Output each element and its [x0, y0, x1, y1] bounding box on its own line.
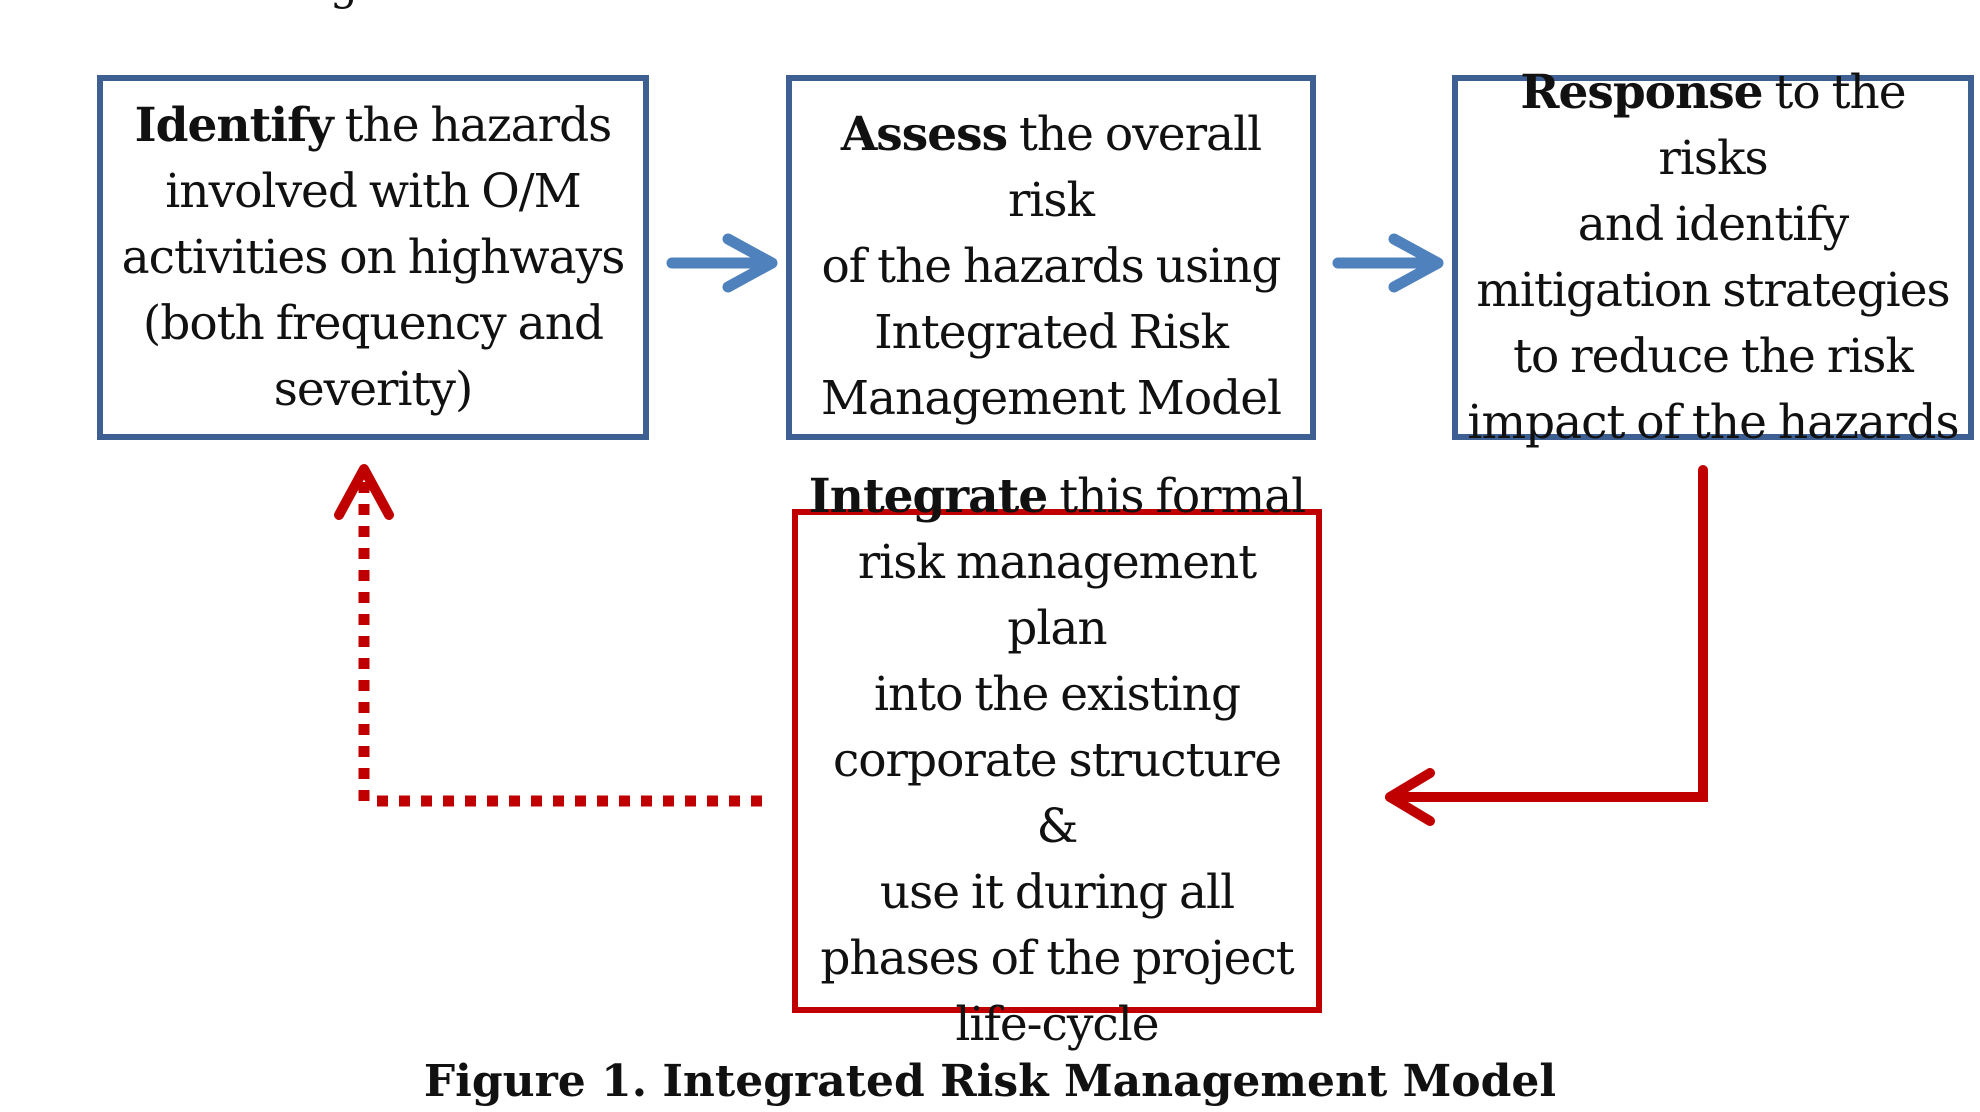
step-assess-keyword: Assess [840, 107, 1008, 162]
step-integrate-text: Integrate this formal risk management pl… [808, 464, 1306, 1058]
step-response-text: Response to the risks and identify mitig… [1466, 60, 1960, 456]
step-integrate-box: Integrate this formal risk management pl… [792, 469, 1322, 1052]
step-assess-text: Assess the overall risk of the hazards u… [802, 102, 1300, 432]
clipped-text-fragment: g [330, 0, 358, 10]
step-identify-box: Identify the hazards involved with O/M a… [97, 75, 649, 440]
step-integrate-keyword: Integrate [808, 469, 1048, 524]
arrow-identify-to-assess [666, 233, 778, 293]
step-response-keyword: Response [1520, 64, 1763, 120]
flow-connectors [334, 233, 1708, 826]
arrow-response-to-integrate [1385, 465, 1708, 826]
step-assess-description: the overall risk of the hazards using In… [820, 107, 1282, 426]
step-integrate-description: this formal risk management plan into th… [820, 469, 1306, 1052]
step-identify-keyword: Identify [134, 97, 334, 153]
step-identify-text: Identify the hazards involved with O/M a… [121, 93, 626, 423]
arrow-assess-to-response [1332, 233, 1444, 293]
step-response-description: to the risks and identify mitigation str… [1467, 64, 1959, 450]
step-response-box: Response to the risks and identify mitig… [1452, 65, 1974, 450]
figure-caption: Figure 1. Integrated Risk Management Mod… [423, 1056, 1557, 1107]
step-assess-box: Assess the overall risk of the hazards u… [786, 75, 1316, 440]
step-identify-description: the hazards involved with O/M activities… [121, 97, 626, 417]
arrow-integrate-to-identify [334, 464, 762, 807]
